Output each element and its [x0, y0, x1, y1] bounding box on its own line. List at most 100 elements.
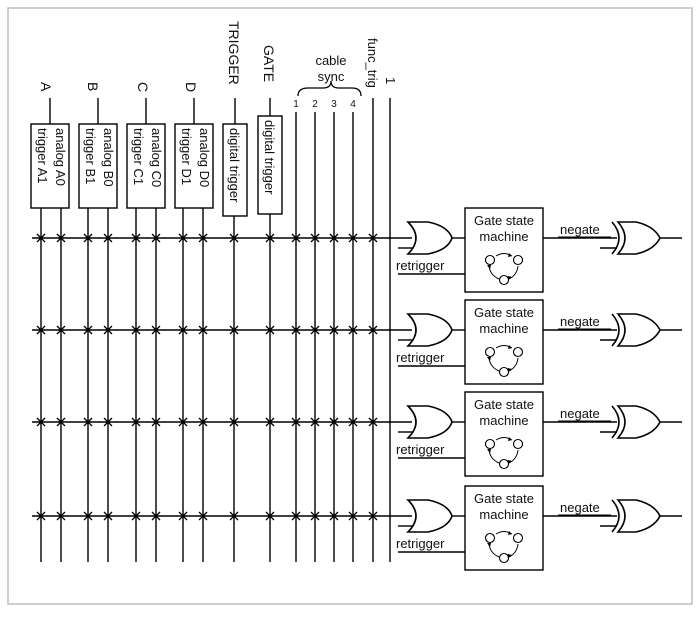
input-label-c: C — [135, 82, 151, 92]
crossing-mark — [103, 233, 113, 243]
analog-block-b-line2: trigger B1 — [83, 128, 98, 184]
analog-block-b-line1: analog B0 — [101, 128, 116, 187]
or-gate — [406, 221, 453, 255]
cable-label: cable — [315, 53, 346, 68]
analog-block-c-line2: trigger C1 — [131, 128, 146, 185]
gsm-subtitle: machine — [479, 507, 528, 522]
crossing-mark — [131, 325, 141, 335]
input-label-d: D — [183, 82, 199, 92]
crossing-mark — [348, 511, 358, 521]
wires — [32, 98, 412, 562]
digital-block-trigger-label: digital trigger — [227, 128, 242, 203]
state-node — [498, 274, 510, 286]
crossing-mark — [103, 511, 113, 521]
analog-trigger-block-d: analog D0 trigger D1 — [174, 123, 214, 209]
crossing-mark — [329, 325, 339, 335]
crossing-mark — [36, 325, 46, 335]
analog-block-c-line1: analog C0 — [149, 128, 164, 187]
crossing-mark — [36, 233, 46, 243]
crossing-mark — [36, 511, 46, 521]
digital-trigger-block-gate: digital trigger — [257, 115, 283, 215]
crossing-mark — [291, 511, 301, 521]
state-node — [512, 438, 524, 450]
crossing-mark — [83, 511, 93, 521]
crossing-mark — [348, 325, 358, 335]
sync-pin-1: 1 — [293, 99, 299, 110]
analog-block-d-line1: analog D0 — [197, 128, 212, 187]
crossing-mark — [368, 233, 378, 243]
crossing-mark — [368, 325, 378, 335]
crossing-mark — [56, 511, 66, 521]
gsm-subtitle: machine — [479, 413, 528, 428]
crossing-mark — [310, 417, 320, 427]
crossing-mark — [329, 417, 339, 427]
xor-gate — [616, 221, 661, 255]
crossing-mark — [151, 511, 161, 521]
state-node — [484, 346, 496, 358]
gsm-title: Gate state — [474, 491, 534, 506]
sync-pin-2: 2 — [312, 99, 318, 110]
state-node — [498, 458, 510, 470]
negate-label: negate — [560, 406, 600, 421]
xor-input-arc — [611, 405, 620, 439]
negate-label: negate — [560, 222, 600, 237]
crossing-mark — [229, 325, 239, 335]
crossing-mark — [198, 417, 208, 427]
crossing-mark — [229, 511, 239, 521]
retrigger-label: retrigger — [396, 258, 445, 273]
gsm-subtitle: machine — [479, 229, 528, 244]
crossing-mark — [36, 417, 46, 427]
crossing-mark — [178, 325, 188, 335]
state-node — [484, 254, 496, 266]
state-node — [498, 366, 510, 378]
or-gate — [406, 499, 453, 533]
sync-pin-4: 4 — [350, 99, 356, 110]
crossing-mark — [103, 417, 113, 427]
state-node — [512, 346, 524, 358]
crossing-mark — [291, 417, 301, 427]
gsm-title: Gate state — [474, 213, 534, 228]
retrigger-label: retrigger — [396, 442, 445, 457]
state-arrowheads — [487, 345, 512, 372]
negate-label: negate — [560, 500, 600, 515]
crossing-mark — [348, 233, 358, 243]
or-gate — [406, 313, 453, 347]
analog-block-a-line1: analog A0 — [53, 128, 68, 186]
gsm-title: Gate state — [474, 397, 534, 412]
crossing-mark — [83, 417, 93, 427]
crossing-mark — [83, 325, 93, 335]
analog-block-a-line2: trigger A1 — [35, 128, 50, 184]
negate-label: negate — [560, 314, 600, 329]
frame-border — [7, 7, 693, 605]
crossing-mark — [310, 511, 320, 521]
gsm-subtitle: machine — [479, 321, 528, 336]
state-arrowheads — [487, 253, 512, 280]
input-label-b: B — [85, 82, 101, 91]
gsm-title: Gate state — [474, 305, 534, 320]
digital-trigger-block-trigger: digital trigger — [222, 123, 248, 217]
crossing-mark — [131, 233, 141, 243]
state-node — [512, 254, 524, 266]
state-arrowheads — [487, 531, 512, 558]
crossing-mark — [198, 325, 208, 335]
input-label-trigger: TRIGGER — [226, 21, 242, 85]
input-label-func-trig: func_trig — [365, 38, 380, 88]
crossing-mark — [368, 417, 378, 427]
or-gate — [406, 405, 453, 439]
crossing-mark — [103, 325, 113, 335]
state-node — [484, 438, 496, 450]
crossing-mark — [265, 511, 275, 521]
crossing-mark — [151, 325, 161, 335]
state-node — [484, 532, 496, 544]
cable-sync-brace — [297, 80, 362, 97]
state-arrowheads — [487, 437, 512, 464]
state-node — [498, 552, 510, 564]
crossing-mark — [178, 417, 188, 427]
input-label-gate: GATE — [261, 45, 277, 82]
